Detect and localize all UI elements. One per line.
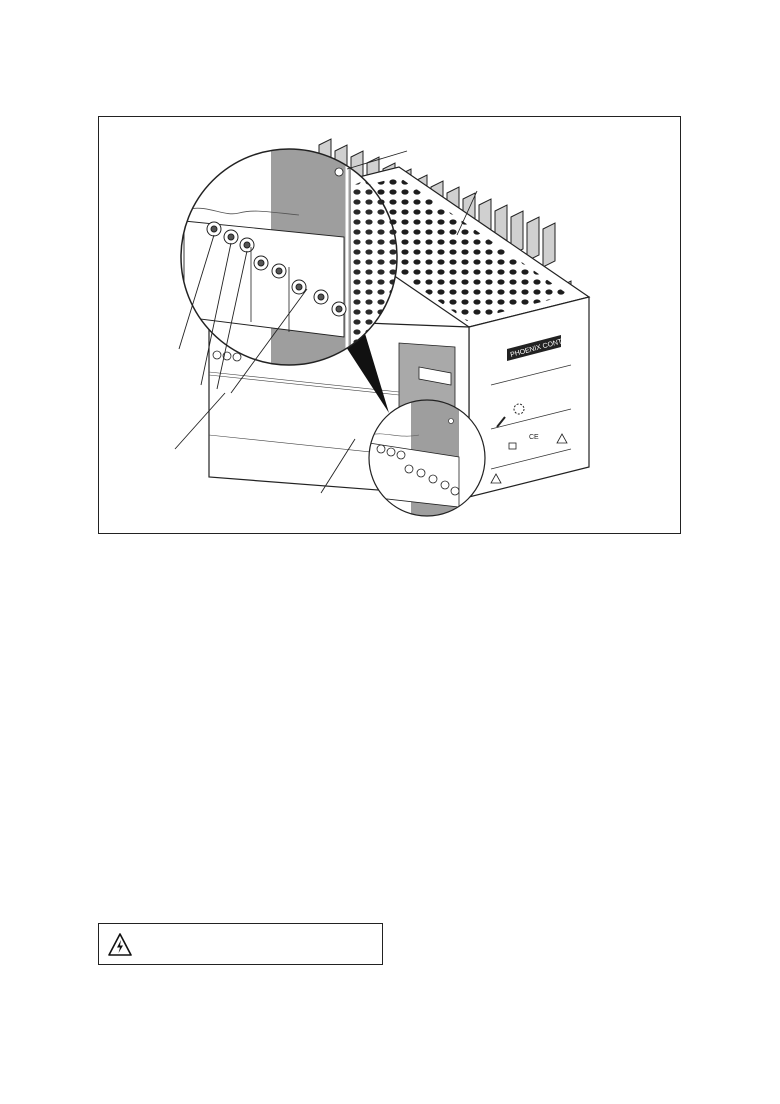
terminal-detail-small-magnifier <box>368 399 486 517</box>
warning-triangle-icon <box>490 433 568 484</box>
device-side-face <box>468 296 590 498</box>
sun-icon <box>513 403 525 415</box>
tool-icon <box>496 416 506 428</box>
terminal-detail-magnifier <box>180 148 398 366</box>
power-supply-illustration: PHOENIX CONTACT CE <box>174 138 591 517</box>
manual-icon <box>508 442 517 450</box>
terminal-screw-row <box>206 221 347 317</box>
svg-text:CE: CE <box>529 434 539 441</box>
device-illustration-frame: PHOENIX CONTACT CE <box>98 116 681 534</box>
front-brand-logo <box>418 366 452 386</box>
callout-leader-lines <box>174 150 478 494</box>
warning-notice-box <box>98 923 383 965</box>
electric-shock-warning-icon <box>108 933 132 956</box>
ce-mark-icon: CE <box>529 434 539 441</box>
